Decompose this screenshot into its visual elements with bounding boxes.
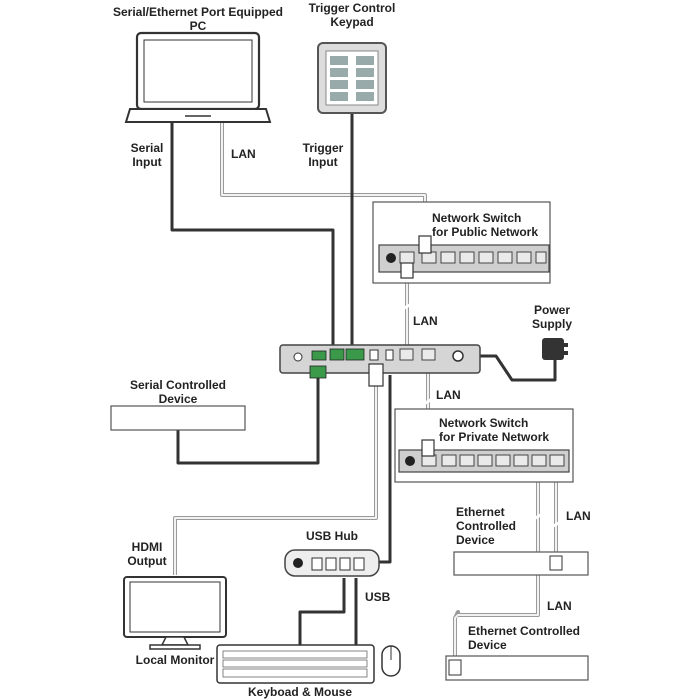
label-switch-private-line1: Network Switch: [439, 416, 528, 430]
hdmi-plug: [368, 363, 384, 387]
label-serial-input-line2: Input: [132, 155, 161, 169]
power-cable: [462, 354, 557, 382]
label-switch-public-line1: Network Switch: [432, 211, 521, 225]
power-adapter-icon: [542, 338, 568, 360]
label-hdmi-line2: Output: [127, 554, 166, 568]
rj45-plug-private: [421, 439, 435, 457]
monitor-icon: [123, 576, 227, 650]
rj45-plug-public-b: [400, 262, 414, 279]
label-switch-private-line2: for Private Network: [439, 430, 549, 444]
ethernet-controlled-device-a: [453, 551, 589, 576]
keyboard-icon: [216, 644, 375, 684]
label-lan-device-a: LAN: [566, 509, 591, 523]
label-keyboard-mouse: Keyboad & Mouse: [248, 685, 352, 699]
switch-public-ports: [399, 251, 547, 264]
label-lan-pc: LAN: [231, 147, 256, 161]
label-power-line2: Supply: [532, 317, 572, 331]
ethernet-controlled-device-b: [445, 655, 589, 681]
label-ethernet-b-line2: Device: [468, 638, 507, 652]
label-ethernet-a-line3: Device: [456, 533, 495, 547]
label-lan-private: LAN: [436, 388, 461, 402]
cable-break-marks: [400, 301, 563, 530]
serial-cable: [170, 122, 335, 352]
serial-controlled-device: [110, 405, 246, 431]
switch-public-frame: [372, 201, 551, 284]
label-lan-device-b: LAN: [547, 599, 572, 613]
label-pc-line2: PC: [190, 19, 207, 33]
main-unit: [279, 344, 481, 374]
label-power-line1: Power: [534, 303, 570, 317]
label-trigger-input-line2: Input: [308, 155, 337, 169]
label-serial-device-line2: Device: [159, 392, 198, 406]
label-ethernet-a-line1: Ethernet: [456, 505, 505, 519]
label-lan-public: LAN: [413, 314, 438, 328]
label-serial-device-line1: Serial Controlled: [130, 378, 226, 392]
usb-cable-keyboard: [298, 578, 346, 645]
mouse-icon: [381, 645, 401, 677]
label-serial-input-line1: Serial: [131, 141, 164, 155]
label-trigger-input-line1: Trigger: [303, 141, 344, 155]
label-hdmi-line1: HDMI: [132, 540, 163, 554]
rj45-plug-public-a: [418, 235, 432, 254]
usb-cable-unit: [378, 375, 392, 564]
laptop-icon: [124, 31, 272, 123]
label-switch-public-line2: for Public Network: [432, 225, 538, 239]
keypad-icon: [317, 42, 387, 114]
label-pc-line1: Serial/Ethernet Port Equipped: [113, 5, 283, 19]
usb-hub-icon: [284, 549, 380, 577]
label-local-monitor: Local Monitor: [136, 653, 215, 667]
label-usb-hub: USB Hub: [306, 529, 358, 543]
label-ethernet-b-line1: Ethernet Controlled: [468, 624, 580, 638]
serial-device-cable: [176, 375, 320, 465]
terminal-block-serial: [309, 365, 327, 379]
label-keypad-line1: Trigger Control: [309, 1, 396, 15]
label-keypad-line2: Keypad: [330, 15, 373, 29]
label-ethernet-a-line2: Controlled: [456, 519, 516, 533]
label-usb: USB: [365, 590, 391, 604]
